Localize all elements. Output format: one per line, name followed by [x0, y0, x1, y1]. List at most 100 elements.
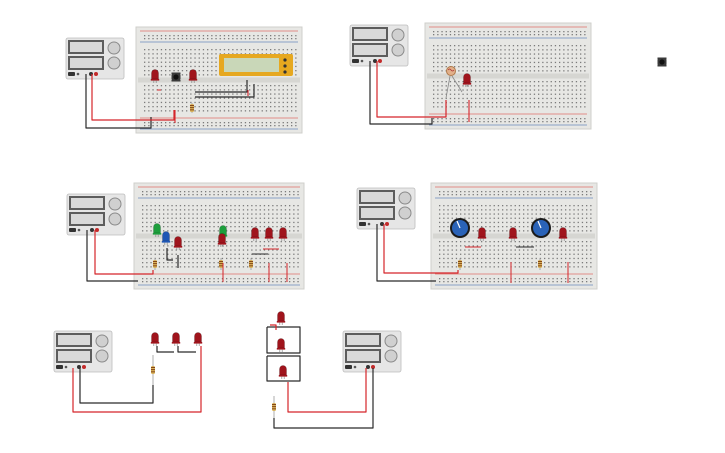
terminal-hole[interactable]	[221, 253, 224, 255]
terminal-hole[interactable]	[186, 93, 188, 95]
terminal-hole[interactable]	[581, 221, 584, 224]
rail-hole[interactable]	[575, 34, 578, 36]
terminal-hole[interactable]	[192, 217, 194, 219]
rail-hole[interactable]	[525, 31, 527, 33]
rail-hole[interactable]	[152, 125, 154, 127]
terminal-hole[interactable]	[523, 253, 525, 255]
terminal-hole[interactable]	[584, 70, 586, 72]
terminal-hole[interactable]	[565, 205, 567, 207]
terminal-hole[interactable]	[200, 213, 203, 215]
terminal-hole[interactable]	[500, 61, 502, 64]
terminal-hole[interactable]	[581, 209, 584, 211]
rail-hole[interactable]	[293, 281, 295, 283]
terminal-hole[interactable]	[550, 49, 552, 51]
rail-hole[interactable]	[242, 194, 245, 196]
terminal-hole[interactable]	[445, 45, 447, 47]
terminal-hole[interactable]	[280, 205, 282, 207]
terminal-hole[interactable]	[548, 262, 550, 264]
terminal-hole[interactable]	[163, 253, 165, 255]
terminal-hole[interactable]	[443, 266, 445, 268]
terminal-hole[interactable]	[517, 66, 519, 68]
terminal-hole[interactable]	[584, 106, 586, 108]
rail-hole[interactable]	[259, 194, 261, 196]
terminal-hole[interactable]	[449, 81, 452, 83]
terminal-hole[interactable]	[531, 249, 533, 251]
terminal-hole[interactable]	[265, 89, 268, 91]
terminal-hole[interactable]	[150, 217, 152, 219]
terminal-hole[interactable]	[538, 102, 540, 104]
terminal-hole[interactable]	[500, 70, 502, 72]
terminal-hole[interactable]	[433, 97, 435, 100]
rail-hole[interactable]	[286, 38, 289, 40]
rail-hole[interactable]	[280, 281, 282, 283]
terminal-hole[interactable]	[272, 217, 274, 219]
rail-hole[interactable]	[228, 35, 230, 37]
rail-hole[interactable]	[502, 194, 504, 196]
terminal-hole[interactable]	[289, 266, 291, 268]
terminal-hole[interactable]	[278, 101, 280, 104]
terminal-hole[interactable]	[184, 213, 186, 215]
terminal-hole[interactable]	[152, 65, 154, 68]
terminal-hole[interactable]	[297, 217, 299, 219]
terminal-hole[interactable]	[247, 249, 249, 251]
terminal-hole[interactable]	[544, 266, 546, 268]
rail-hole[interactable]	[466, 121, 468, 123]
terminal-hole[interactable]	[439, 221, 441, 224]
terminal-hole[interactable]	[295, 85, 297, 87]
terminal-hole[interactable]	[169, 93, 171, 95]
rail-hole[interactable]	[451, 278, 453, 280]
rail-hole[interactable]	[458, 121, 460, 123]
terminal-hole[interactable]	[466, 89, 468, 91]
terminal-hole[interactable]	[238, 245, 240, 247]
rail-hole[interactable]	[255, 281, 257, 283]
terminal-hole[interactable]	[569, 213, 571, 215]
terminal-hole[interactable]	[525, 70, 527, 72]
terminal-hole[interactable]	[560, 205, 563, 207]
terminal-hole[interactable]	[433, 89, 435, 91]
terminal-hole[interactable]	[192, 205, 194, 207]
terminal-hole[interactable]	[552, 217, 554, 219]
terminal-hole[interactable]	[215, 74, 217, 76]
terminal-hole[interactable]	[221, 213, 224, 215]
terminal-hole[interactable]	[443, 221, 445, 224]
terminal-hole[interactable]	[242, 217, 245, 219]
terminal-hole[interactable]	[234, 209, 236, 211]
terminal-hole[interactable]	[148, 53, 150, 55]
terminal-hole[interactable]	[194, 110, 196, 112]
rail-hole[interactable]	[542, 31, 544, 33]
terminal-hole[interactable]	[190, 65, 192, 68]
rail-hole[interactable]	[481, 194, 483, 196]
terminal-hole[interactable]	[500, 45, 502, 47]
terminal-hole[interactable]	[211, 70, 213, 72]
rail-hole[interactable]	[496, 121, 498, 123]
terminal-hole[interactable]	[268, 241, 270, 243]
rail-hole[interactable]	[284, 281, 287, 283]
rail-hole[interactable]	[278, 125, 280, 127]
power-switch[interactable]	[69, 228, 76, 232]
rail-hole[interactable]	[188, 194, 190, 196]
terminal-hole[interactable]	[211, 53, 213, 55]
resistor-icon[interactable]	[538, 258, 542, 270]
terminal-hole[interactable]	[476, 241, 479, 243]
terminal-hole[interactable]	[502, 226, 504, 228]
terminal-hole[interactable]	[198, 97, 200, 99]
terminal-hole[interactable]	[247, 205, 249, 207]
terminal-hole[interactable]	[529, 45, 531, 47]
terminal-hole[interactable]	[181, 85, 184, 87]
terminal-hole[interactable]	[144, 65, 146, 68]
terminal-hole[interactable]	[160, 89, 163, 91]
terminal-hole[interactable]	[460, 249, 462, 251]
terminal-hole[interactable]	[274, 101, 276, 104]
potentiometer-icon[interactable]	[450, 218, 470, 238]
terminal-hole[interactable]	[502, 213, 504, 215]
terminal-hole[interactable]	[228, 85, 230, 87]
rail-hole[interactable]	[527, 278, 529, 280]
terminal-hole[interactable]	[445, 49, 447, 51]
terminal-hole[interactable]	[514, 249, 516, 251]
terminal-hole[interactable]	[584, 89, 586, 91]
terminal-hole[interactable]	[518, 217, 521, 219]
terminal-hole[interactable]	[565, 221, 567, 224]
rail-hole[interactable]	[538, 31, 540, 33]
circuit-potentiometers[interactable]	[356, 182, 598, 290]
terminal-hole[interactable]	[207, 110, 209, 112]
